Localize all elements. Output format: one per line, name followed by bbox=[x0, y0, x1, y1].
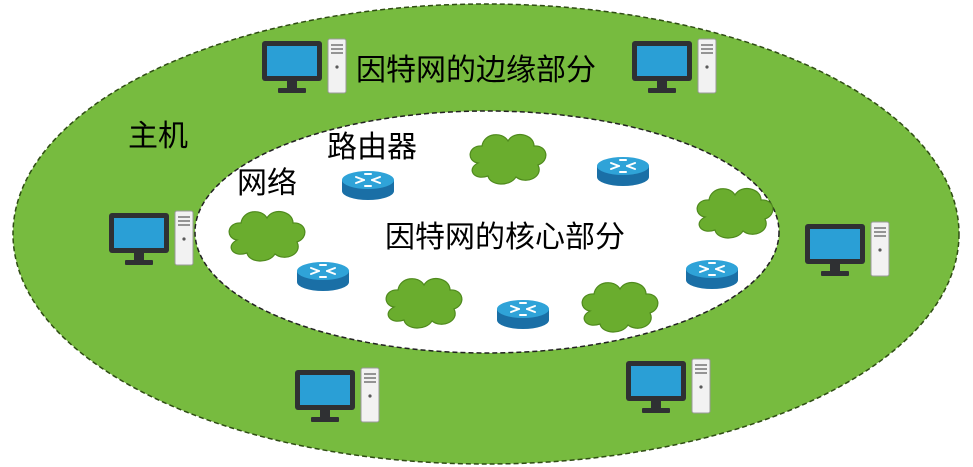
router-icon bbox=[341, 170, 395, 201]
router-icon bbox=[296, 261, 350, 292]
router-icon bbox=[496, 299, 550, 330]
host-label: 主机 bbox=[128, 119, 188, 154]
router-icon bbox=[685, 259, 739, 290]
network-label: 网络 bbox=[237, 166, 297, 201]
edge-label: 因特网的边缘部分 bbox=[356, 53, 596, 88]
router-icon bbox=[596, 156, 650, 187]
core-label: 因特网的核心部分 bbox=[385, 220, 625, 255]
router-label: 路由器 bbox=[327, 130, 417, 165]
